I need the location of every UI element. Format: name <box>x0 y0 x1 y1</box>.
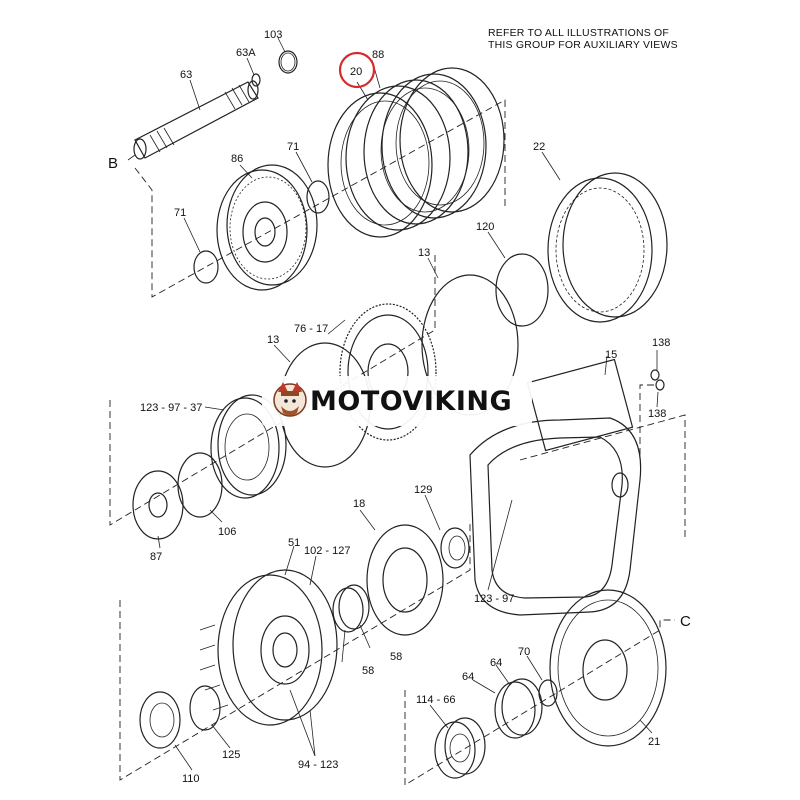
clutch-pack-20-88 <box>327 67 505 238</box>
ring-106 <box>177 452 223 518</box>
callout-64-right: 64 <box>490 657 502 669</box>
leader-lines <box>127 37 659 771</box>
rings-58 <box>332 584 370 633</box>
seal-110 <box>139 691 181 749</box>
shaft-63 <box>133 80 259 160</box>
callout-129: 129 <box>414 484 432 496</box>
callout-58-left: 58 <box>362 665 374 677</box>
carrier-51 <box>199 569 338 726</box>
ring-70 <box>538 679 558 707</box>
group-brackets <box>109 99 686 786</box>
callout-51: 51 <box>288 537 300 549</box>
plate-123-97-37 <box>210 394 287 499</box>
callout-70: 70 <box>518 646 530 658</box>
ring-103 <box>278 50 298 74</box>
callout-18: 18 <box>353 498 365 510</box>
callout-71-left: 71 <box>174 207 186 219</box>
note-line-1: REFER TO ALL ILLUSTRATIONS OF <box>488 27 669 39</box>
gear-86 <box>216 164 318 291</box>
callout-114-66: 114 - 66 <box>416 694 456 706</box>
callout-71-right: 71 <box>287 141 299 153</box>
bracket-lower <box>119 520 471 781</box>
callout-125: 125 <box>222 749 240 761</box>
callout-58-right: 58 <box>390 651 402 663</box>
callout-138-bottom: 138 <box>648 408 666 420</box>
ring-120 <box>495 253 549 327</box>
callout-120: 120 <box>476 221 494 233</box>
watermark-text: MOTOVIKING <box>310 386 512 417</box>
ring-gear-22 <box>547 172 668 323</box>
callout-64-left: 64 <box>462 671 474 683</box>
ring-71-right <box>306 180 330 214</box>
callout-13-lower: 13 <box>267 334 279 346</box>
fittings-138 <box>650 369 665 391</box>
callout-15: 15 <box>605 349 617 361</box>
seal-129 <box>440 527 470 569</box>
watermark-banner: MOTOVIKING <box>262 376 532 426</box>
callout-86: 86 <box>231 153 243 165</box>
ring-71-left <box>193 250 219 284</box>
ring-125 <box>189 685 221 731</box>
bracket-middle <box>109 255 436 526</box>
callout-102-127: 102 - 127 <box>304 545 350 557</box>
bracket-bottom-right <box>404 619 675 786</box>
plate-87 <box>132 470 184 540</box>
callout-94-123: 94 - 123 <box>298 759 338 771</box>
callout-20: 20 <box>350 66 362 78</box>
bracket-138 <box>639 384 655 455</box>
callout-13-upper: 13 <box>418 247 430 259</box>
ring-18 <box>366 524 444 636</box>
callout-123-97-37: 123 - 97 - 37 <box>140 402 202 414</box>
bracket-top <box>134 99 506 298</box>
callout-76-17: 76 - 17 <box>294 323 328 335</box>
view-label-c: C <box>680 613 691 630</box>
highlight-circle <box>338 51 376 89</box>
callout-63: 63 <box>180 69 192 81</box>
callout-63a: 63A <box>236 47 256 59</box>
reference-note: REFER TO ALL ILLUSTRATIONS OF THIS GROUP… <box>488 27 678 51</box>
callout-106: 106 <box>218 526 236 538</box>
note-line-2: THIS GROUP FOR AUXILIARY VIEWS <box>488 39 678 51</box>
cover-21 <box>549 589 667 747</box>
callout-123-97: 123 - 97 <box>474 593 514 605</box>
callout-110: 110 <box>182 773 200 785</box>
ring-63a <box>251 73 261 87</box>
bracket-housing <box>519 414 686 540</box>
rings-64 <box>494 678 543 739</box>
callout-88: 88 <box>372 49 384 61</box>
callout-labels: B C 103 63A 63 20 88 86 71 71 22 120 13 … <box>108 29 691 785</box>
viking-logo-icon <box>273 382 307 417</box>
callout-103: 103 <box>264 29 282 41</box>
callout-87: 87 <box>150 551 162 563</box>
callout-138-top: 138 <box>652 337 670 349</box>
callout-22: 22 <box>533 141 545 153</box>
view-label-b: B <box>108 155 118 172</box>
yoke-114-66 <box>434 717 486 779</box>
callout-21: 21 <box>648 736 660 748</box>
plate-76-17 <box>339 303 437 441</box>
